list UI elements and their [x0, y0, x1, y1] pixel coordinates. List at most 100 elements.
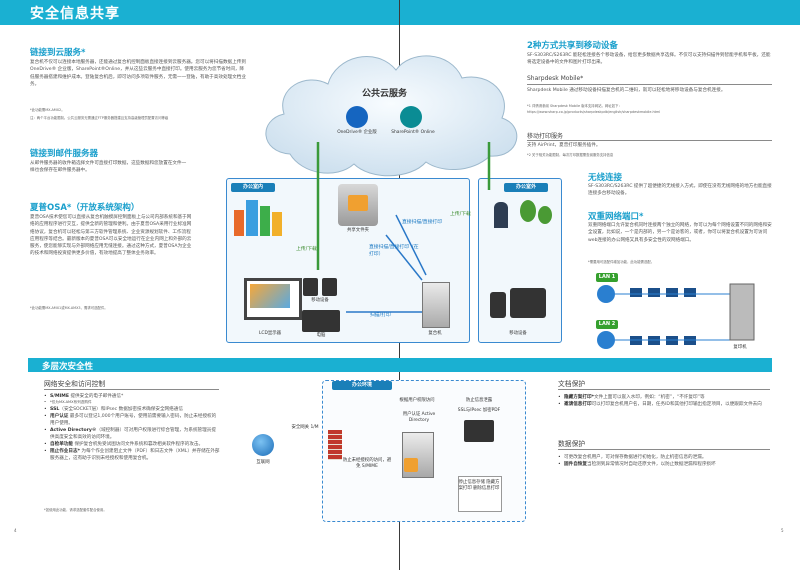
doc-item: 隐藏方案打印*文件上面可以嵌入水印，例如：“机密”，“不许复印”等 [558, 394, 770, 401]
data-protect-rule [558, 449, 770, 450]
upload-label-2: 上传/下载 [450, 212, 471, 217]
net-security-title: 网络安全和访问控制 [44, 380, 106, 388]
globe-icon [252, 434, 274, 456]
building-icon [272, 212, 282, 236]
flow-arrows [316, 142, 491, 313]
office-in-tag: 办公室内 [231, 183, 275, 192]
cloud-diagram [265, 55, 518, 177]
folder-icon [348, 195, 368, 211]
lan1-tag: LAN 1 [596, 273, 618, 282]
sharpdesk-note-2: https://www.sharp.co.jp/products/sharpde… [527, 110, 661, 114]
mail-link-body: 从邮件服务器的收件箱选择文件可直接打印数据，这些数据和您放置在文件一样也会保存在… [30, 161, 187, 174]
data-protect-title: 数据保护 [558, 440, 586, 448]
mobile-device-label-2: 移动设备 [509, 331, 527, 336]
security-item: 自检单功能 保护复合机免受试图访问文件系统和篡改相关软件程序的攻击。 [44, 441, 220, 448]
doc-protect-list: 隐藏方案打印*文件上面可以嵌入水印，例如：“机密”，“不许复印”等 邀请信息打印… [558, 394, 770, 408]
secure-print-label: 防止未经授权的访问，避免 S/MIME [342, 458, 392, 469]
scan-print-label: 扫描/打印 [370, 313, 391, 318]
page-title: 安全信息共享 [30, 6, 120, 22]
osa-body: 夏普OSA技术使您可以直接从复合机触摸屏控制面板上与公司内部系统和基于网络的应用… [30, 215, 192, 257]
security-item: 阻止作业日志* 为每个作业创建阻止文件（PDF）和日志文件（XML）并存储在外部… [44, 448, 220, 462]
security-title: 多层次安全性 [42, 362, 94, 372]
wireless-body: SF-S303RC/S263RC 提供了超便捷的无线接入方式，即使在没有无线网络… [588, 184, 772, 197]
building-icon [246, 200, 258, 236]
pc-monitor-icon [302, 310, 340, 332]
tablet-icon [322, 278, 337, 296]
security-item: 用户认证 最多可以登记1,000个用户账号，使用前需要输入密码，防止未经授权的用… [44, 413, 220, 427]
hdd-icon [404, 458, 418, 472]
print-body: 支持 AirPrint，夏普打印服务插件。 [527, 143, 601, 148]
person-icon [494, 202, 508, 228]
security-item: Active Directory®（域控制器）可对用户权限进行综合管理，为系统管… [44, 427, 220, 441]
tree-icon [520, 200, 536, 222]
doc-item: 邀请信息打印可以打印复合机用户名，日期，任务ID和其他打印输出指定项目，以便跟踪… [558, 401, 770, 408]
firewall-icon [328, 430, 342, 460]
access-label: 根据用户权限访问 [399, 398, 435, 403]
cloud-link-title: 链接到云服务* [30, 48, 86, 58]
security-item: SSL（安全SOCKET层）和IPsec 数据加密技术确保安全网络通信 [44, 406, 220, 413]
upload-label-1: 上传/下载 [296, 247, 317, 252]
print-title: 移动打印服务 [527, 133, 564, 140]
sharepoint-label: SharePoint® Online [391, 130, 435, 135]
user-auth-label: 用户认证 Active Directory [402, 412, 436, 423]
onedrive-label: OneDrive® 企业版 [337, 130, 377, 135]
mobile-device-label: 移动设备 [311, 298, 329, 303]
security-item: S/MIME 提供安全的电子邮件通信* [44, 393, 220, 400]
building-icon [234, 210, 244, 236]
net-security-rule [44, 389, 219, 390]
doc-protect-title: 文档保护 [558, 380, 586, 388]
dual-net-body: 双重网络端口允许复合机同时连接两个独立的网络，你可以为每个网络设置不同的网络和安… [588, 223, 772, 243]
tablet-icon [510, 288, 546, 318]
ssl-label: SSL与IPsec 加密PDF [457, 408, 501, 413]
security-note: *如使用此功能，请求选配套件配合使用。 [44, 508, 107, 512]
page-number-left: 4 [14, 528, 17, 533]
sharpdesk-body: Sharpdesk Mobile 通过移动设备扫描复合机的二维码，就可以轻松地将… [527, 88, 726, 93]
header-bar [0, 0, 800, 25]
cloud-link-note-1: *此功能需MX-AMX2。 [30, 108, 65, 112]
office-out-tag: 办公室外 [504, 183, 548, 192]
mobile-title: 2种方式共享到移动设备 [527, 41, 618, 51]
tablet-icon [303, 278, 318, 296]
direct-scan-label: 直接扫描/直接打印 [402, 220, 442, 225]
lan2-tag: LAN 2 [596, 320, 618, 329]
osa-note: *此功能需MX-AMX1或MX-AMX3，需求可选配件。 [30, 306, 108, 310]
phone-icon [490, 292, 506, 318]
onedrive-icon [346, 106, 368, 128]
data-item: 固件自恢复当检测到异常情况时自动还原文件，以防止数据泄漏和程序损坏 [558, 461, 770, 468]
prevent-print-label: 防止信息泄露 [465, 398, 493, 403]
lcd-label: LCD显示器 [258, 331, 282, 336]
stop-data-label: 停止信息存储 隐藏方案打印 删除信息打印 [458, 480, 500, 491]
security-bar [28, 358, 772, 372]
cloud-link-note-2: 注：两个平台功能限制。公共云服务无需通过FTP服务器搭建且支持高级管理员配置访问… [30, 116, 169, 120]
cloud-link-body: 复合机不仅可以连接本地服务器，还能通过复合机控制面板直接连接到云服务器。您可以将… [30, 60, 246, 87]
security-item-note: *仅为MX-AMX系列选购件 [44, 400, 220, 406]
file-server-label: 共享文件夹 [347, 228, 369, 233]
mobile-body: SF-S303RC/S263RC 能轻松连接各个移动设备，给您更多数据共享选择。… [527, 53, 771, 66]
sharpdesk-note-1: *1 详情请参阅 Sharpdesk Mobile 版本支持网站，网址如下： [527, 104, 622, 108]
print-note: *2 关于相关功能限制，每次打印数据需查阅服务支持信息 [527, 153, 614, 157]
pc-monitor-icon [464, 420, 494, 442]
direct-scan-label-2: 直接扫描/直接打印（在打印） [369, 245, 419, 257]
internet-label: 互联网 [256, 460, 270, 465]
building-icon [260, 206, 270, 236]
data-item: 可更改复合机用户，可对保存数据进行初始化，防止机密信息的泄漏。 [558, 454, 770, 461]
mail-link-title: 链接到邮件服务器 [30, 149, 99, 159]
sharpdesk-title: Sharpdesk Mobile* [527, 75, 584, 82]
dual-net-note: *需要用可选配件增加功能，此功能需选配。 [588, 260, 655, 264]
pc-label: 电脑 [316, 333, 326, 338]
cloud-label: 公共云服务 [362, 89, 408, 99]
sharepoint-icon [400, 106, 422, 128]
copier-label: 复印机 [733, 345, 747, 350]
mfp-icon [422, 282, 450, 328]
printout-icon [458, 476, 502, 512]
doc-protect-rule [558, 389, 770, 390]
lcd-screen [250, 284, 290, 308]
mfp-label: 复合机 [428, 331, 442, 336]
dual-net-title: 双重网络端口* [588, 212, 644, 222]
office-env-tag: 办公环境 [332, 381, 392, 390]
print-rule [527, 140, 772, 141]
page-number-right: 5 [781, 528, 784, 533]
lan-diagram [597, 283, 755, 349]
firewall-label: 安全网关 1/M [291, 425, 319, 430]
sharpdesk-rule [527, 84, 772, 85]
